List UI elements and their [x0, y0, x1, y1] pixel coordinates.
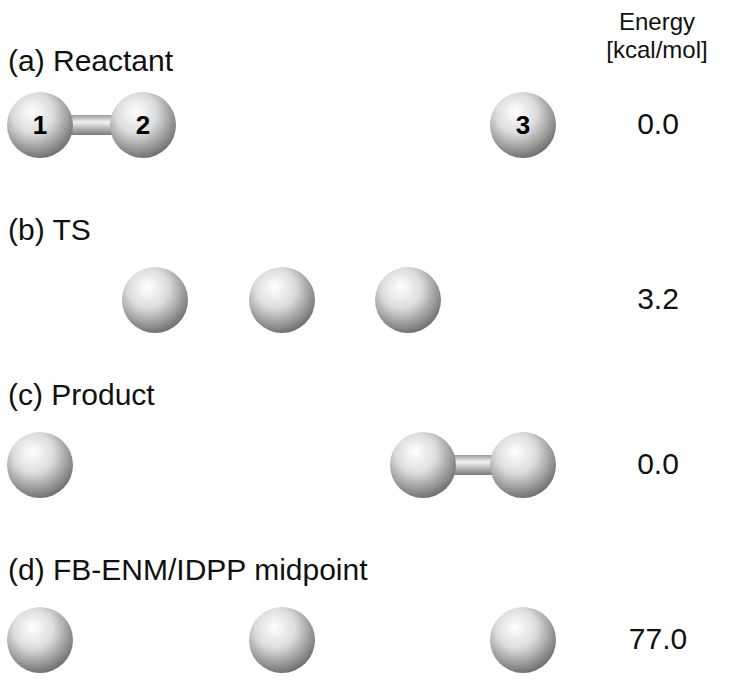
atom-number: 1	[7, 92, 73, 158]
atom-sphere	[390, 432, 456, 498]
atom-sphere	[7, 432, 73, 498]
axis-header: Energy [kcal/mol]	[592, 8, 722, 63]
atom-sphere: 2	[110, 92, 176, 158]
energy-value: 0.0	[598, 447, 718, 482]
atom-sphere	[249, 267, 315, 333]
panel-title: (a) Reactant	[8, 44, 173, 79]
atom-sphere	[490, 432, 556, 498]
atom-sphere: 3	[490, 92, 556, 158]
panel-title: (b) TS	[8, 213, 91, 248]
atom-sphere	[490, 607, 556, 673]
panel-title: (c) Product	[8, 378, 155, 413]
atom-number: 2	[110, 92, 176, 158]
atom-sphere	[249, 607, 315, 673]
panel-title: (d) FB-ENM/IDPP midpoint	[8, 553, 368, 588]
energy-value: 77.0	[598, 622, 718, 657]
energy-value: 0.0	[598, 107, 718, 142]
atom-sphere	[375, 267, 441, 333]
atom-number: 3	[490, 92, 556, 158]
atom-sphere	[7, 607, 73, 673]
sphere-fill	[110, 92, 176, 158]
sphere-fill	[7, 92, 73, 158]
atom-sphere: 1	[7, 92, 73, 158]
bond-connector	[71, 115, 112, 135]
atom-sphere	[122, 267, 188, 333]
energy-value: 3.2	[598, 282, 718, 317]
sphere-fill	[490, 92, 556, 158]
